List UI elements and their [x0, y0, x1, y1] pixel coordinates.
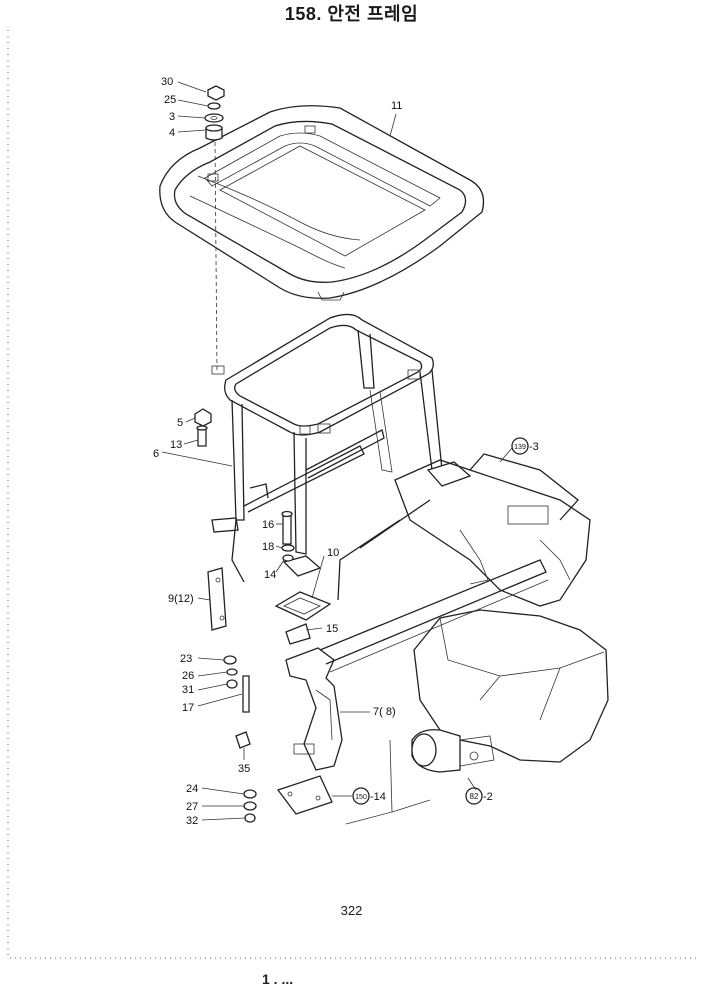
mount-plate-part [274, 591, 332, 621]
callout-25: 25 [164, 94, 176, 106]
callout-27: 27 [186, 801, 198, 813]
long-bolt-part [242, 675, 250, 713]
roof-bolt-axis [214, 141, 218, 373]
side-bracket-part [207, 567, 227, 631]
callout-23: 23 [180, 653, 192, 665]
tractor-chassis [319, 453, 591, 825]
callout-14: 14 [264, 569, 276, 581]
page-number: 322 [340, 903, 363, 918]
callout-32: 32 [186, 815, 198, 827]
ref-150-suffix: -14 [370, 791, 386, 803]
ref-139-suffix: -3 [529, 441, 539, 453]
page-title: 158. 안전 프레임 [284, 4, 419, 24]
ref-82-suffix: -2 [483, 791, 493, 803]
callout-35: 35 [238, 763, 250, 775]
callout-9: 9(12) [168, 593, 194, 605]
callout-7: 7( 8) [373, 706, 396, 718]
ref-82-number: 82 [470, 792, 479, 801]
rops-frame-part [211, 313, 472, 583]
short-bolt-part [235, 731, 251, 749]
callout-30: 30 [161, 76, 173, 88]
callout-31: 31 [182, 684, 194, 696]
roof-bolt-hardware [204, 85, 225, 141]
ref-139-number: 139 [514, 444, 526, 451]
clamp-bracket-part [285, 623, 311, 645]
callout-26: 26 [182, 670, 194, 682]
ref-150-number: 150 [355, 794, 367, 801]
transmission-block [411, 609, 609, 773]
callout-13: 13 [170, 439, 182, 451]
callout-4: 4 [169, 127, 175, 139]
ref-139-3: 139 -3 [511, 437, 539, 455]
callout-10: 10 [327, 547, 339, 559]
base-plate-part [276, 775, 333, 815]
canopy-roof-part [159, 105, 485, 301]
leader-lines [161, 81, 513, 821]
callout-15: 15 [326, 623, 338, 635]
callout-11: 11 [391, 100, 402, 112]
floor-bolt-stack [281, 510, 295, 562]
callout-5: 5 [177, 417, 183, 429]
ref-82-2: 82 -2 [465, 787, 493, 805]
callout-17: 17 [182, 702, 194, 714]
callout-24: 24 [186, 783, 198, 795]
washer-stack-lower [243, 789, 257, 823]
ref-150-14: 150 -14 [352, 787, 386, 805]
callout-6: 6 [153, 448, 159, 460]
callout-16: 16 [262, 519, 274, 531]
callout-18: 18 [262, 541, 274, 553]
callout-3: 3 [169, 111, 175, 123]
lower-mount-bracket [285, 647, 343, 771]
next-page-heading-fragment: 1 . ... [262, 971, 294, 987]
